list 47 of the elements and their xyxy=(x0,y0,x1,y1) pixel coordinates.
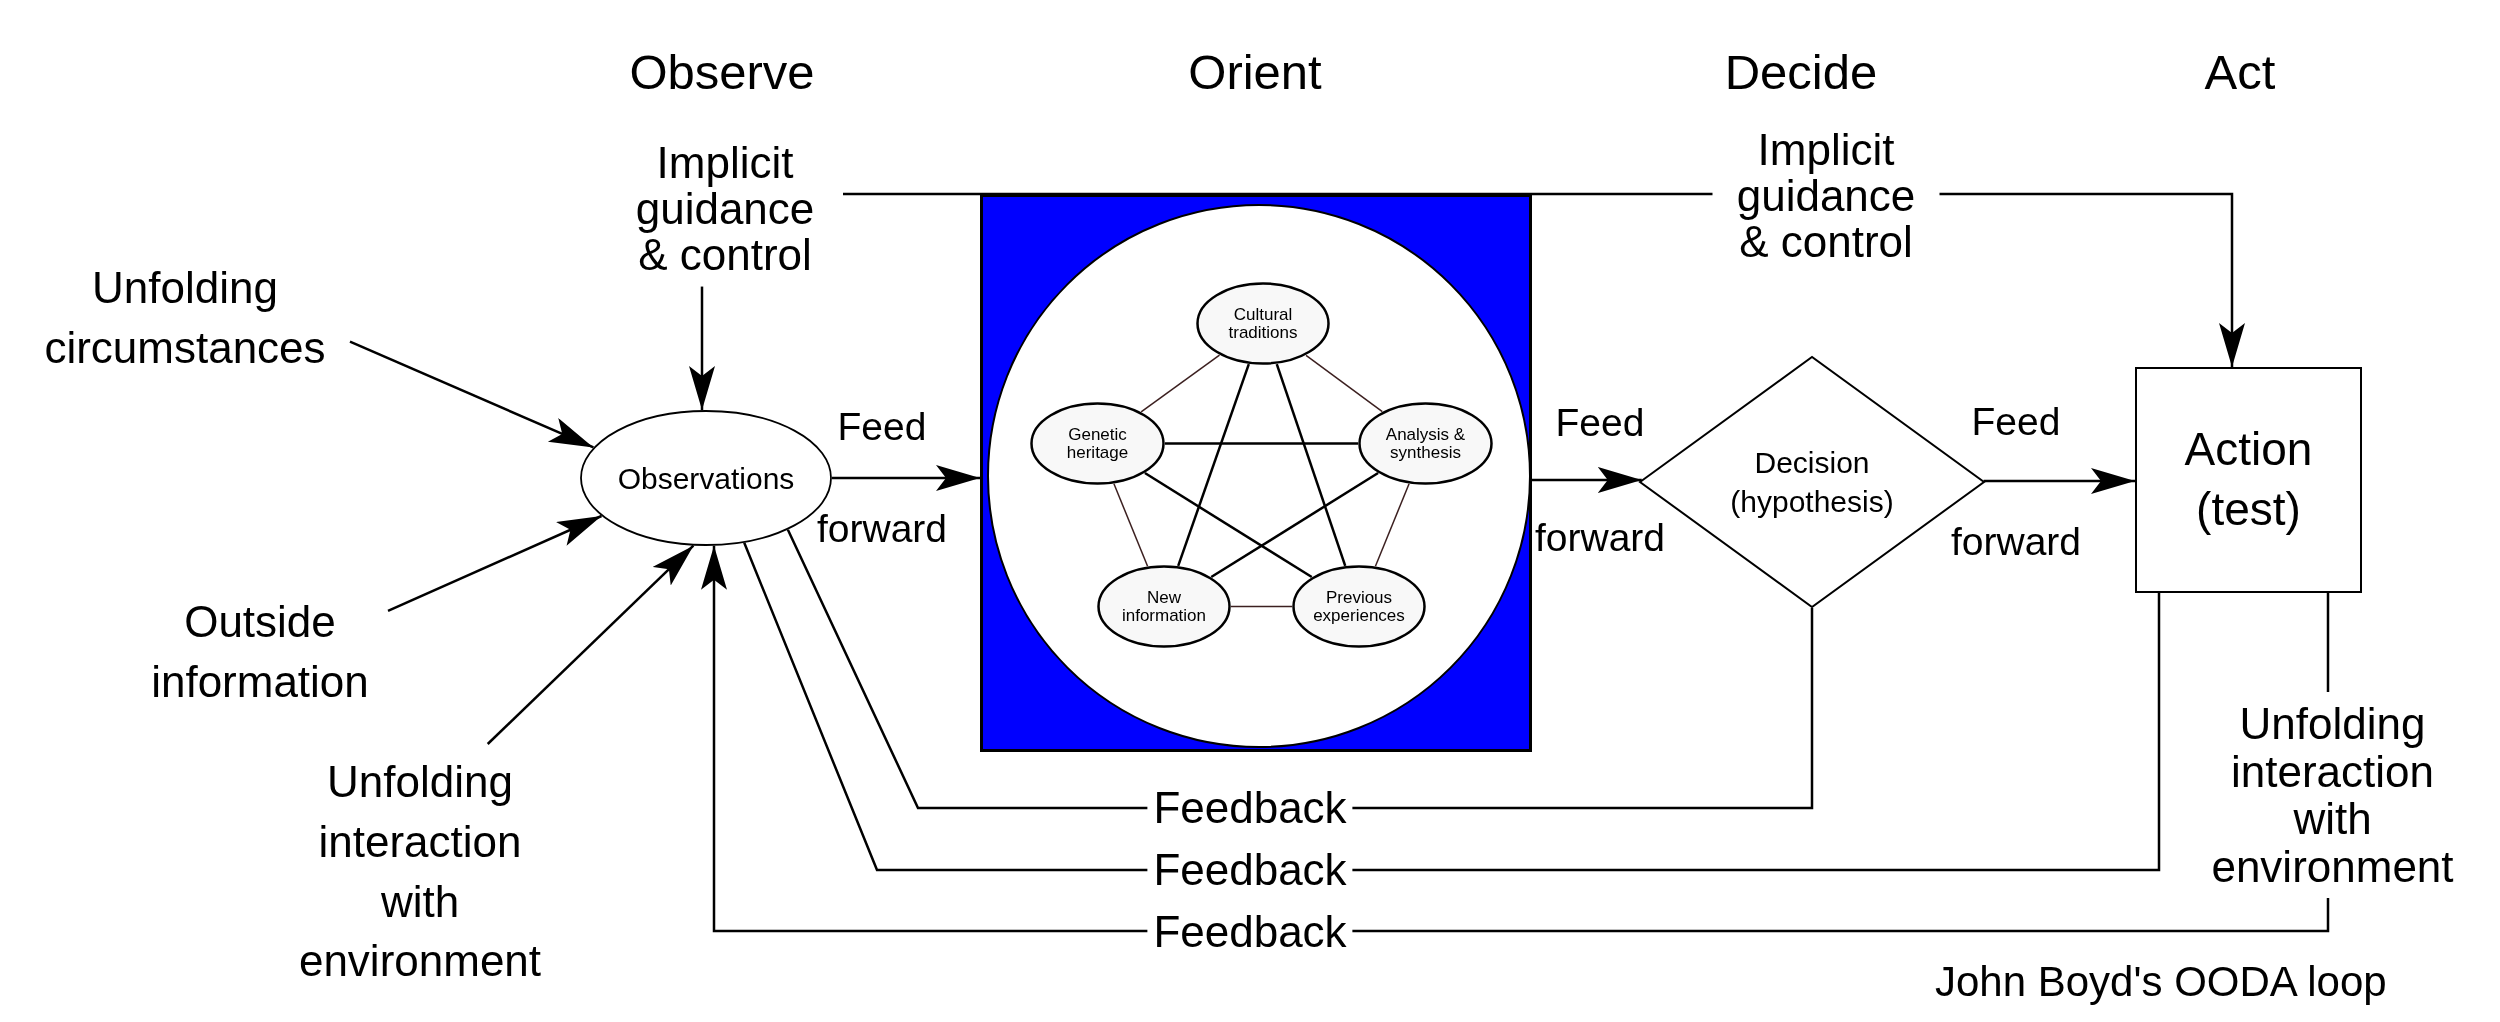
arrow xyxy=(689,286,715,411)
node-text: Unfolding interaction with environment xyxy=(2210,700,2455,891)
arrow xyxy=(387,514,602,613)
edge-label: Feed forward xyxy=(1533,400,1666,561)
node-text: Unfolding interaction with environment xyxy=(297,756,543,988)
connector-line xyxy=(1140,354,1221,413)
factor-ellipse xyxy=(1030,402,1165,485)
node-text: Unfolding circumstances xyxy=(43,262,327,374)
connector-line xyxy=(1144,472,1313,579)
connector-line xyxy=(1177,363,1250,567)
node-text: Outside information xyxy=(150,596,370,708)
node-label: Cultural traditions xyxy=(1227,306,1299,341)
arrow xyxy=(486,544,695,745)
connector-line xyxy=(743,542,2161,872)
factor-ellipse xyxy=(1196,282,1330,365)
node-label: Observations xyxy=(617,460,795,497)
arrow xyxy=(832,465,980,491)
connector-line xyxy=(1275,363,1347,567)
arrow xyxy=(1532,467,1642,493)
action-box xyxy=(2135,367,2362,593)
node-label: Decision (hypothesis) xyxy=(1729,445,1895,520)
arrow xyxy=(701,545,2330,933)
connector-line xyxy=(1305,354,1384,413)
node-label: Previous experiences xyxy=(1312,589,1406,624)
connector-line xyxy=(1165,442,1358,445)
caption: John Boyd's OODA loop xyxy=(1935,958,2387,1006)
arrow xyxy=(349,340,594,449)
arrow xyxy=(1983,468,2135,494)
connector-line xyxy=(1210,472,1379,579)
stage-heading: Orient xyxy=(1188,44,1322,100)
factor-ellipse xyxy=(1097,565,1231,648)
stage-heading: Act xyxy=(2204,44,2276,100)
connector-line xyxy=(1374,483,1410,567)
factor-ellipse xyxy=(1292,565,1426,648)
factor-ellipse xyxy=(1358,402,1493,485)
node-label: Analysis & synthesis xyxy=(1384,426,1467,461)
stage-heading: Decide xyxy=(1724,44,1878,100)
node-label: New information xyxy=(1120,589,1208,624)
edge-label: Feed forward xyxy=(1949,399,2082,565)
stage-heading: Observe xyxy=(629,44,815,100)
connector-line xyxy=(2326,593,2330,692)
node-label: Genetic heritage xyxy=(1065,426,1130,461)
connector-line xyxy=(1230,605,1293,608)
connector-line xyxy=(1113,483,1149,567)
edge-label: Feed forward xyxy=(815,404,948,552)
node-text: Implicit guidance & control xyxy=(634,140,816,279)
node-label: Action (test) xyxy=(2183,422,2314,537)
